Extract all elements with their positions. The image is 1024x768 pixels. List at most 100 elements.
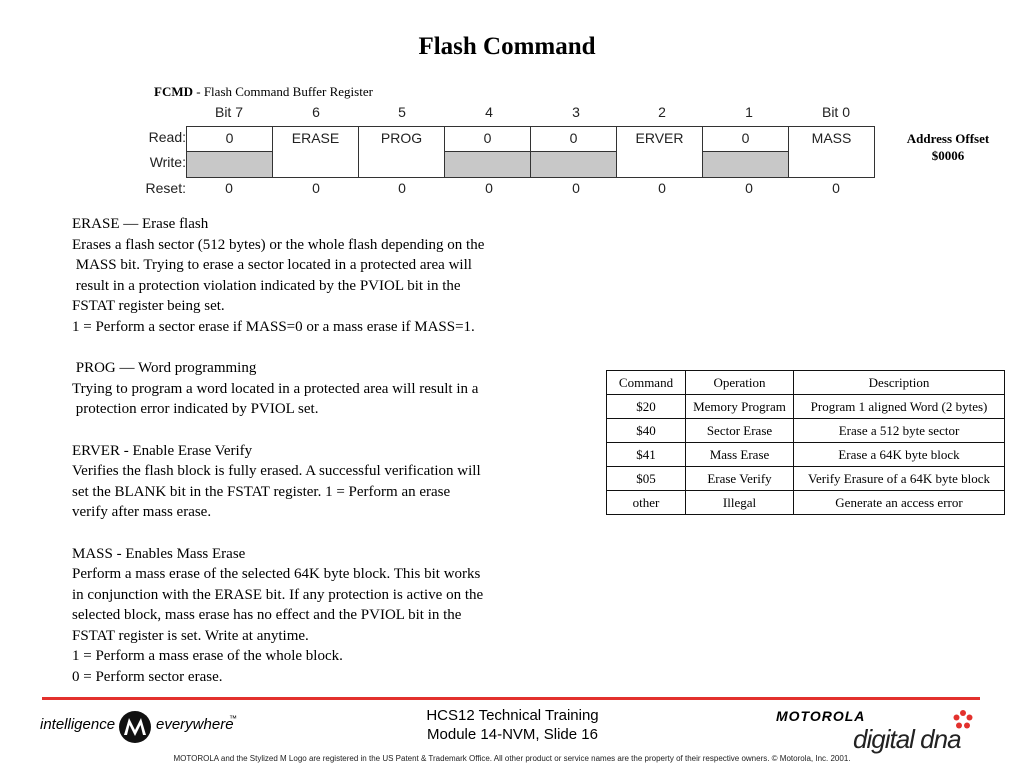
table-row: $40 Sector Erase Erase a 512 byte sector — [606, 418, 1005, 443]
address-offset-value: $0006 — [931, 148, 965, 163]
description-line — [72, 338, 552, 359]
command-description: Verify Erasure of a 64K byte block — [793, 466, 1005, 491]
row-label-reset: Reset: — [145, 180, 186, 196]
bit-header: 4 — [485, 104, 493, 120]
description-line: selected block, mass erase has no effect… — [72, 607, 462, 624]
bit-header: 5 — [398, 104, 406, 120]
description-line: verify after mass erase. — [72, 504, 212, 521]
command-operation: Erase Verify — [685, 466, 794, 491]
bit0-mass: MASS — [788, 126, 875, 178]
description-line: MASS bit. Trying to erase a sector locat… — [72, 257, 472, 274]
description-line — [72, 420, 552, 441]
bit3-read: 0 — [530, 126, 617, 152]
row-label-write: Write: — [149, 154, 186, 170]
slogan-right: everywhere — [156, 716, 234, 733]
dna-flower-icon — [953, 710, 973, 729]
command-code: $05 — [606, 466, 686, 491]
command-operation: Memory Program — [685, 394, 794, 419]
description-line: FSTAT register is set. Write at anytime. — [72, 627, 309, 644]
bit-header: 3 — [572, 104, 580, 120]
bit4-read: 0 — [444, 126, 531, 152]
description-line: set the BLANK bit in the FSTAT register.… — [72, 483, 451, 500]
motorola-m-logo-icon — [119, 711, 151, 743]
row-label-read: Read: — [148, 129, 186, 145]
command-operation: Sector Erase — [685, 418, 794, 443]
table-header: Command — [606, 370, 686, 395]
bit5-prog: PROG — [358, 126, 445, 178]
description-line: FSTAT register being set. — [72, 298, 225, 315]
bit7-write — [186, 151, 273, 178]
copyright-notice: MOTOROLA and the Stylized M Logo are reg… — [173, 754, 851, 763]
bit7-read: 0 — [186, 126, 273, 152]
bit-header: Bit 0 — [821, 104, 850, 120]
slide-title: Flash Command — [418, 33, 596, 60]
command-code: other — [606, 490, 686, 515]
digital-dna-logo: digital dna — [853, 724, 962, 754]
register-caption-text: - Flash Command Buffer Register — [193, 84, 373, 99]
footer-line-1: HCS12 Technical Training — [426, 707, 599, 724]
description-line: result in a protection violation indicat… — [72, 277, 461, 294]
table-row: $05 Erase Verify Verify Erasure of a 64K… — [606, 466, 1005, 491]
reset-value: 0 — [225, 180, 233, 196]
table-header-row: Command Operation Description — [606, 370, 1005, 395]
intelligence-everywhere-logo: intelligence everywhere ™ — [40, 710, 240, 743]
address-offset: Address Offset $0006 — [888, 130, 1008, 164]
bit3-write — [530, 151, 617, 178]
reset-value: 0 — [832, 180, 840, 196]
footer-divider — [42, 697, 980, 700]
table-row: $41 Mass Erase Erase a 64K byte block — [606, 442, 1005, 467]
motorola-wordmark: MOTOROLA — [776, 708, 866, 724]
description-line: Perform a mass erase of the selected 64K… — [72, 566, 481, 583]
register-caption: FCMD - Flash Command Buffer Register — [154, 84, 373, 100]
description-line: Trying to program a word located in a pr… — [72, 380, 479, 397]
register-bit-table: 0 ERASE PROG 0 0 ERVER 0 MASS — [186, 126, 875, 178]
bit-header: 2 — [658, 104, 666, 120]
reset-value: 0 — [658, 180, 666, 196]
command-operation: Illegal — [685, 490, 794, 515]
description-line: Verifies the flash block is fully erased… — [72, 463, 481, 480]
table-header: Description — [793, 370, 1005, 395]
command-description: Erase a 512 byte sector — [793, 418, 1005, 443]
bit-descriptions: ERASE — Erase flash Erases a flash secto… — [72, 214, 552, 688]
description-line: protection error indicated by PVIOL set. — [72, 401, 319, 418]
description-line: ERVER - Enable Erase Verify — [72, 442, 253, 459]
bit6-erase: ERASE — [272, 126, 359, 178]
reset-value: 0 — [312, 180, 320, 196]
table-row: other Illegal Generate an access error — [606, 490, 1005, 515]
command-code: $41 — [606, 442, 686, 467]
description-line: 1 = Perform a sector erase if MASS=0 or … — [72, 318, 475, 335]
footer-title: HCS12 Technical Training Module 14-NVM, … — [380, 706, 645, 744]
description-line — [72, 523, 552, 544]
description-line: Erases a flash sector (512 bytes) or the… — [72, 236, 485, 253]
reset-value: 0 — [485, 180, 493, 196]
bit1-write — [702, 151, 789, 178]
bit4-write — [444, 151, 531, 178]
command-code: $40 — [606, 418, 686, 443]
bit-header: 6 — [312, 104, 320, 120]
table-row: $20 Memory Program Program 1 aligned Wor… — [606, 394, 1005, 419]
reset-value: 0 — [398, 180, 406, 196]
bit1-read: 0 — [702, 126, 789, 152]
command-description: Generate an access error — [793, 490, 1005, 515]
reset-value: 0 — [745, 180, 753, 196]
slogan-left: intelligence — [40, 716, 116, 733]
bit-header: Bit 7 — [214, 104, 243, 120]
bit-header: 1 — [745, 104, 753, 120]
description-line: 1 = Perform a mass erase of the whole bl… — [72, 648, 343, 665]
bit2-erver: ERVER — [616, 126, 703, 178]
command-description: Program 1 aligned Word (2 bytes) — [793, 394, 1005, 419]
table-header: Operation — [685, 370, 794, 395]
description-line: in conjunction with the ERASE bit. If an… — [72, 586, 484, 603]
command-table: Command Operation Description $20 Memory… — [606, 370, 1005, 515]
register-name: FCMD — [154, 84, 193, 99]
description-line: MASS - Enables Mass Erase — [72, 545, 246, 562]
reset-value: 0 — [572, 180, 580, 196]
command-operation: Mass Erase — [685, 442, 794, 467]
description-line: 0 = Perform sector erase. — [72, 669, 223, 686]
command-description: Erase a 64K byte block — [793, 442, 1005, 467]
footer-line-2: Module 14-NVM, Slide 16 — [427, 726, 598, 743]
description-line: PROG — Word programming — [72, 360, 257, 377]
command-code: $20 — [606, 394, 686, 419]
address-offset-label: Address Offset — [906, 131, 990, 146]
description-line: ERASE — Erase flash — [72, 216, 209, 232]
